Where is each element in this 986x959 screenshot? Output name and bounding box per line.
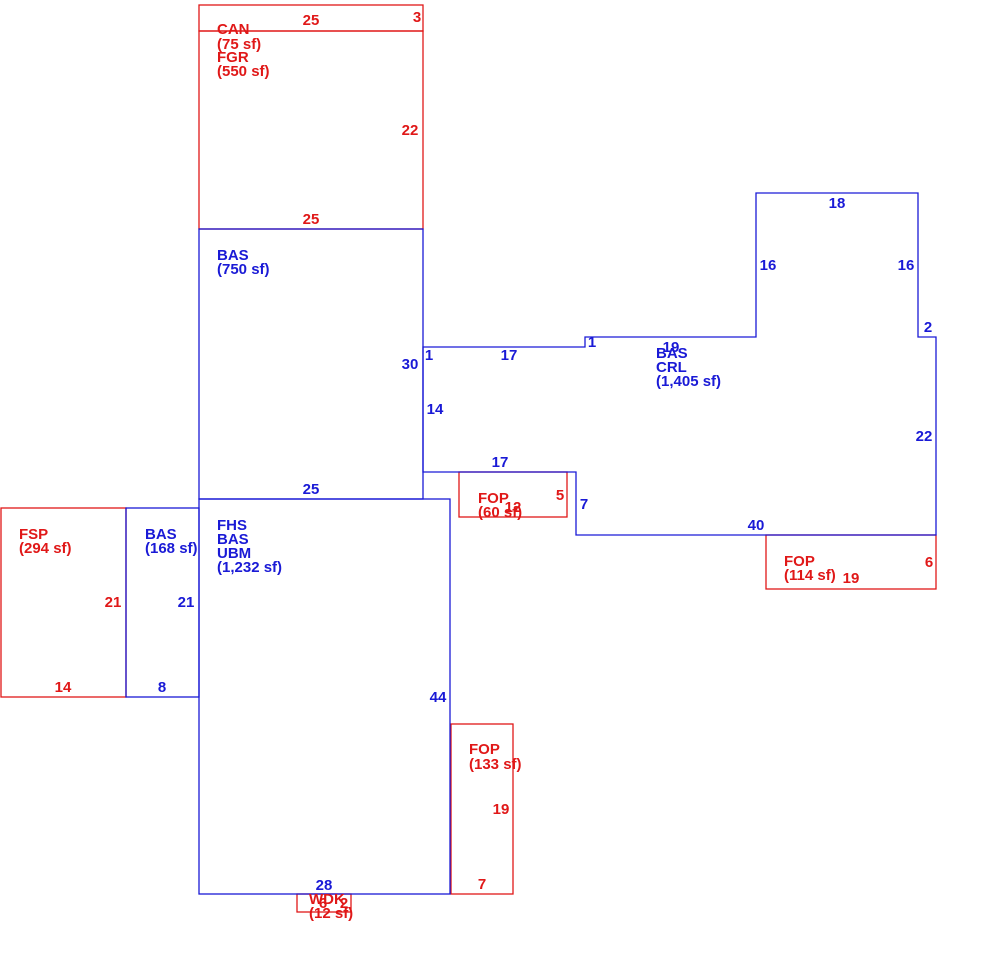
fop-small-code: FOP [478, 490, 509, 507]
bas-upper-code: BAS [217, 247, 249, 264]
dim-fop-right-bottom: 19 [843, 570, 860, 587]
dim-bas-upper-bottom: 25 [303, 481, 320, 498]
can-area: (75 sf) [217, 36, 261, 53]
fop-lower-code: FOP [469, 741, 500, 758]
dim-crl-step-right: 2 [924, 319, 932, 336]
fgr-code: FGR [217, 49, 249, 66]
bas-left-area: (168 sf) [145, 540, 198, 557]
dim-crl-top-mid: 19 [663, 339, 680, 356]
dim-bas-upper-side: 30 [402, 356, 419, 373]
bas-left-code: BAS [145, 526, 177, 543]
dim-crl-bottom: 40 [748, 517, 765, 534]
dim-crl-step-b: 1 [588, 334, 596, 351]
dim-fop-lower-side: 19 [493, 801, 510, 818]
wdk-area: (12 sf) [309, 905, 353, 922]
dim-crl-notch-top: 17 [492, 454, 509, 471]
dim-crl-step-a: 1 [425, 347, 433, 364]
main-code-3: UBM [217, 545, 251, 562]
dim-wdk-side: 2 [340, 895, 348, 912]
dim-crl-top-left: 17 [501, 347, 518, 364]
fsp-area: (294 sf) [19, 540, 72, 557]
dim-fop-small-side: 5 [556, 487, 564, 504]
crl-code-2: CRL [656, 359, 687, 376]
fop-right-area: (114 sf) [784, 567, 836, 584]
can-code: CAN [217, 21, 250, 38]
dim-fgr-bottom: 25 [303, 211, 320, 228]
fop-right-code: FOP [784, 553, 815, 570]
dim-can-top: 25 [303, 12, 320, 29]
main-base-outline [198, 498, 451, 895]
dim-fop-lower-bottom: 7 [478, 876, 486, 893]
dim-crl-left-lower: 14 [427, 401, 444, 418]
dim-crl-notch-side: 7 [580, 496, 588, 513]
porch-lower-outline [450, 723, 514, 895]
dim-wdk-bottom: 6 [319, 895, 327, 912]
main-code-2: BAS [217, 531, 249, 548]
dim-fgr-side: 22 [402, 122, 419, 139]
dim-crl-bump-right: 16 [898, 257, 915, 274]
dim-crl-bump-top: 18 [829, 195, 846, 212]
main-area: (1,232 sf) [217, 559, 282, 576]
crl-code-1: BAS [656, 345, 688, 362]
dim-fop-small-bottom: 12 [505, 499, 522, 516]
dim-main-bottom: 28 [316, 877, 333, 894]
bas-upper-area: (750 sf) [217, 261, 270, 278]
fgr-area: (550 sf) [217, 63, 270, 80]
dim-bas-left-bottom: 8 [158, 679, 166, 696]
dim-crl-right: 22 [916, 428, 933, 445]
dim-fsp-side: 21 [105, 594, 122, 611]
fop-lower-area: (133 sf) [469, 756, 522, 773]
crl-area: (1,405 sf) [656, 373, 721, 390]
fsp-code: FSP [19, 526, 48, 543]
dim-main-side: 44 [430, 689, 447, 706]
main-code-1: FHS [217, 517, 247, 534]
dim-fop-right-side: 6 [925, 554, 933, 571]
dim-can-side: 3 [413, 9, 421, 26]
dim-crl-bump-left: 16 [760, 257, 777, 274]
wdk-code: WDK [309, 891, 345, 908]
fop-small-area: (60 sf) [478, 504, 522, 521]
dim-fsp-bottom: 14 [55, 679, 72, 696]
dim-bas-left-side: 21 [178, 594, 195, 611]
base-crawl-outline [422, 192, 937, 536]
